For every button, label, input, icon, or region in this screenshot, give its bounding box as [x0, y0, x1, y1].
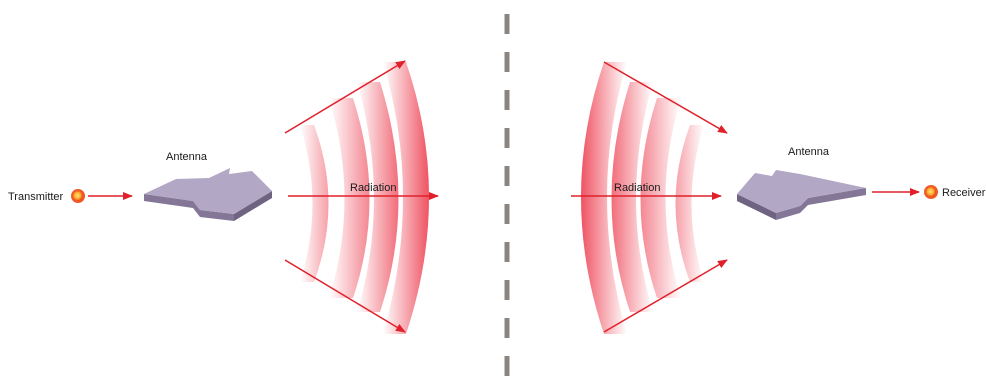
- transmit-radiation-waves: [300, 62, 429, 334]
- transmit-antenna-label: Antenna: [166, 151, 208, 163]
- receive-radiation-waves: [581, 62, 704, 334]
- receive-upper-radiation-arrow: [603, 61, 728, 134]
- transmit-antenna-icon: [144, 168, 272, 221]
- receive-radiation-label: Radiation: [614, 182, 660, 194]
- receive-antenna-label: Antenna: [788, 146, 830, 158]
- transmit-upper-radiation-arrow: [284, 60, 406, 134]
- transmit-lower-radiation-arrow: [284, 259, 406, 333]
- transmit-radiation-label: Radiation: [350, 182, 396, 194]
- receive-antenna-icon: [737, 170, 866, 220]
- receiver-label: Receiver: [942, 187, 986, 199]
- transmitter-node: [71, 189, 85, 203]
- receive-lower-radiation-arrow: [603, 259, 728, 333]
- transmitter-label: Transmitter: [8, 191, 64, 203]
- receiver-node: [924, 185, 938, 199]
